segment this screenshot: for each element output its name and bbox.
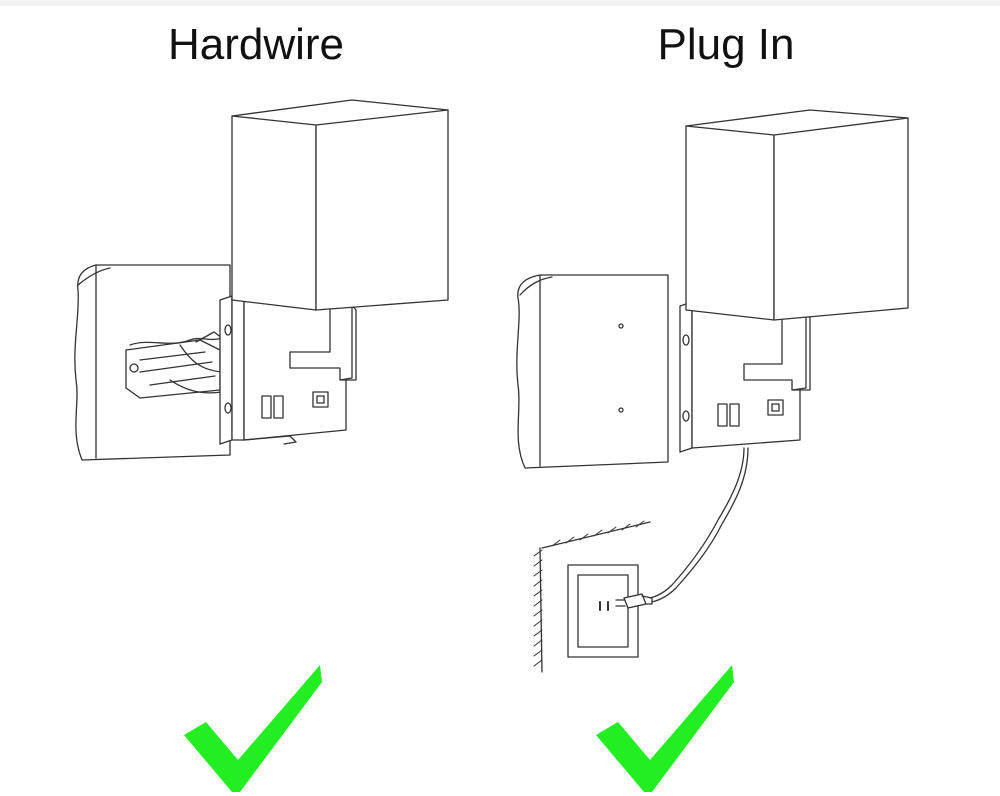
back-plate-right — [679, 301, 693, 453]
usb-port-icon — [261, 395, 284, 419]
screw-hole-top-right — [682, 334, 690, 346]
hardwire-illustration — [74, 99, 449, 461]
arm-left — [289, 304, 353, 381]
wall-edge-curve — [77, 267, 111, 286]
wall-outlet-icon — [533, 520, 653, 673]
back-plate-left — [219, 295, 233, 445]
top-border — [0, 0, 1000, 6]
screw-hole-top — [224, 324, 232, 336]
wall-panel-right — [516, 274, 669, 469]
lamp-shade-left — [231, 99, 449, 311]
lamp-shade-right — [685, 109, 909, 321]
arm-right — [743, 311, 807, 391]
hardwire-title: Hardwire — [167, 20, 345, 69]
mount-hole-top — [618, 323, 624, 329]
power-cord — [649, 447, 749, 603]
back-plate-side — [231, 295, 245, 441]
rocker-switch-icon-right — [767, 399, 784, 416]
screw-hole-bottom — [224, 402, 232, 414]
rocker-switch-icon — [312, 391, 329, 408]
check-icon-right — [596, 665, 734, 792]
plug-in-illustration — [516, 109, 909, 673]
plug-in-title: Plug In — [657, 20, 795, 69]
mount-hole-bottom — [618, 407, 624, 413]
check-icon-left — [184, 665, 322, 792]
usb-port-icon-right — [717, 403, 740, 427]
junction-box — [125, 331, 223, 399]
screw-hole-bottom-right — [682, 410, 690, 422]
